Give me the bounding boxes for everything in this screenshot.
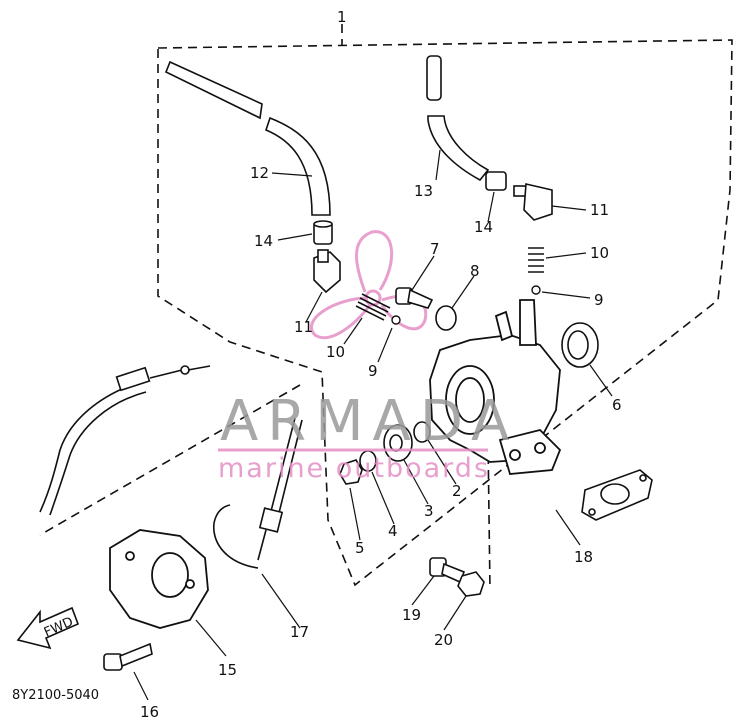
oil-pump-body	[429, 299, 562, 475]
hose-clip-14-right	[485, 171, 507, 191]
callout-12: 12	[250, 164, 269, 182]
callout-1: 1	[337, 8, 347, 26]
armada-watermark: ARMADA marine outboards	[218, 389, 518, 484]
callout-17: 17	[290, 623, 309, 641]
watermark-brand: ARMADA	[220, 389, 518, 454]
hose-clip-14-left	[313, 220, 333, 245]
assembly-boundary	[39, 24, 733, 591]
callout-8: 8	[470, 262, 480, 280]
callout-14-right: 14	[474, 218, 493, 236]
check-ball-9-left	[391, 315, 401, 325]
callout-10-left: 10	[326, 343, 345, 361]
spring-10-left	[355, 293, 391, 321]
callout-9-right: 9	[594, 291, 604, 309]
callout-14-left: 14	[254, 232, 273, 250]
callout-3: 3	[424, 502, 434, 520]
callout-10-right: 10	[590, 244, 609, 262]
callout-4: 4	[388, 522, 398, 540]
callout-2: 2	[452, 482, 462, 500]
control-cable	[39, 365, 211, 516]
bolt-19	[429, 557, 466, 584]
callout-6: 6	[612, 396, 622, 414]
elbow-fitting-11-left	[313, 249, 341, 294]
fuel-hose-13	[426, 55, 490, 182]
pump-cover-15	[109, 529, 209, 629]
washer-2	[413, 421, 431, 443]
elbow-fitting-11-right	[513, 183, 553, 221]
callout-19: 19	[402, 606, 421, 624]
callout-5: 5	[355, 539, 365, 557]
spacer-disk-3	[383, 424, 413, 462]
link-cable-17	[212, 417, 303, 569]
nut-20	[457, 571, 485, 597]
bolt-16	[103, 642, 153, 671]
callout-9-left: 9	[368, 362, 378, 380]
leader-lines	[133, 149, 613, 701]
callout-labels: 1 12 14 13 14 11 10 9 7 8 11 10 9 6 2 3 …	[140, 8, 622, 721]
callout-16: 16	[140, 703, 159, 721]
callout-11-left: 11	[294, 318, 313, 336]
part-code: 8Y2100-5040	[12, 688, 99, 703]
callout-18: 18	[574, 548, 593, 566]
gasket-18	[581, 469, 653, 521]
spring-10-right	[528, 247, 544, 273]
oil-seal-6	[561, 322, 599, 368]
callout-11-right: 11	[590, 201, 609, 219]
callout-13: 13	[414, 182, 433, 200]
watermark-tagline: marine outboards	[218, 453, 490, 484]
washer-8	[435, 305, 457, 331]
callout-7: 7	[430, 240, 440, 258]
check-ball-9-right	[531, 285, 541, 295]
callout-20: 20	[434, 631, 453, 649]
nut-5	[339, 459, 363, 485]
fuel-hose-12	[164, 60, 331, 216]
forward-arrow: FWD	[16, 606, 80, 650]
screw-7	[395, 287, 434, 309]
callout-15: 15	[218, 661, 237, 679]
